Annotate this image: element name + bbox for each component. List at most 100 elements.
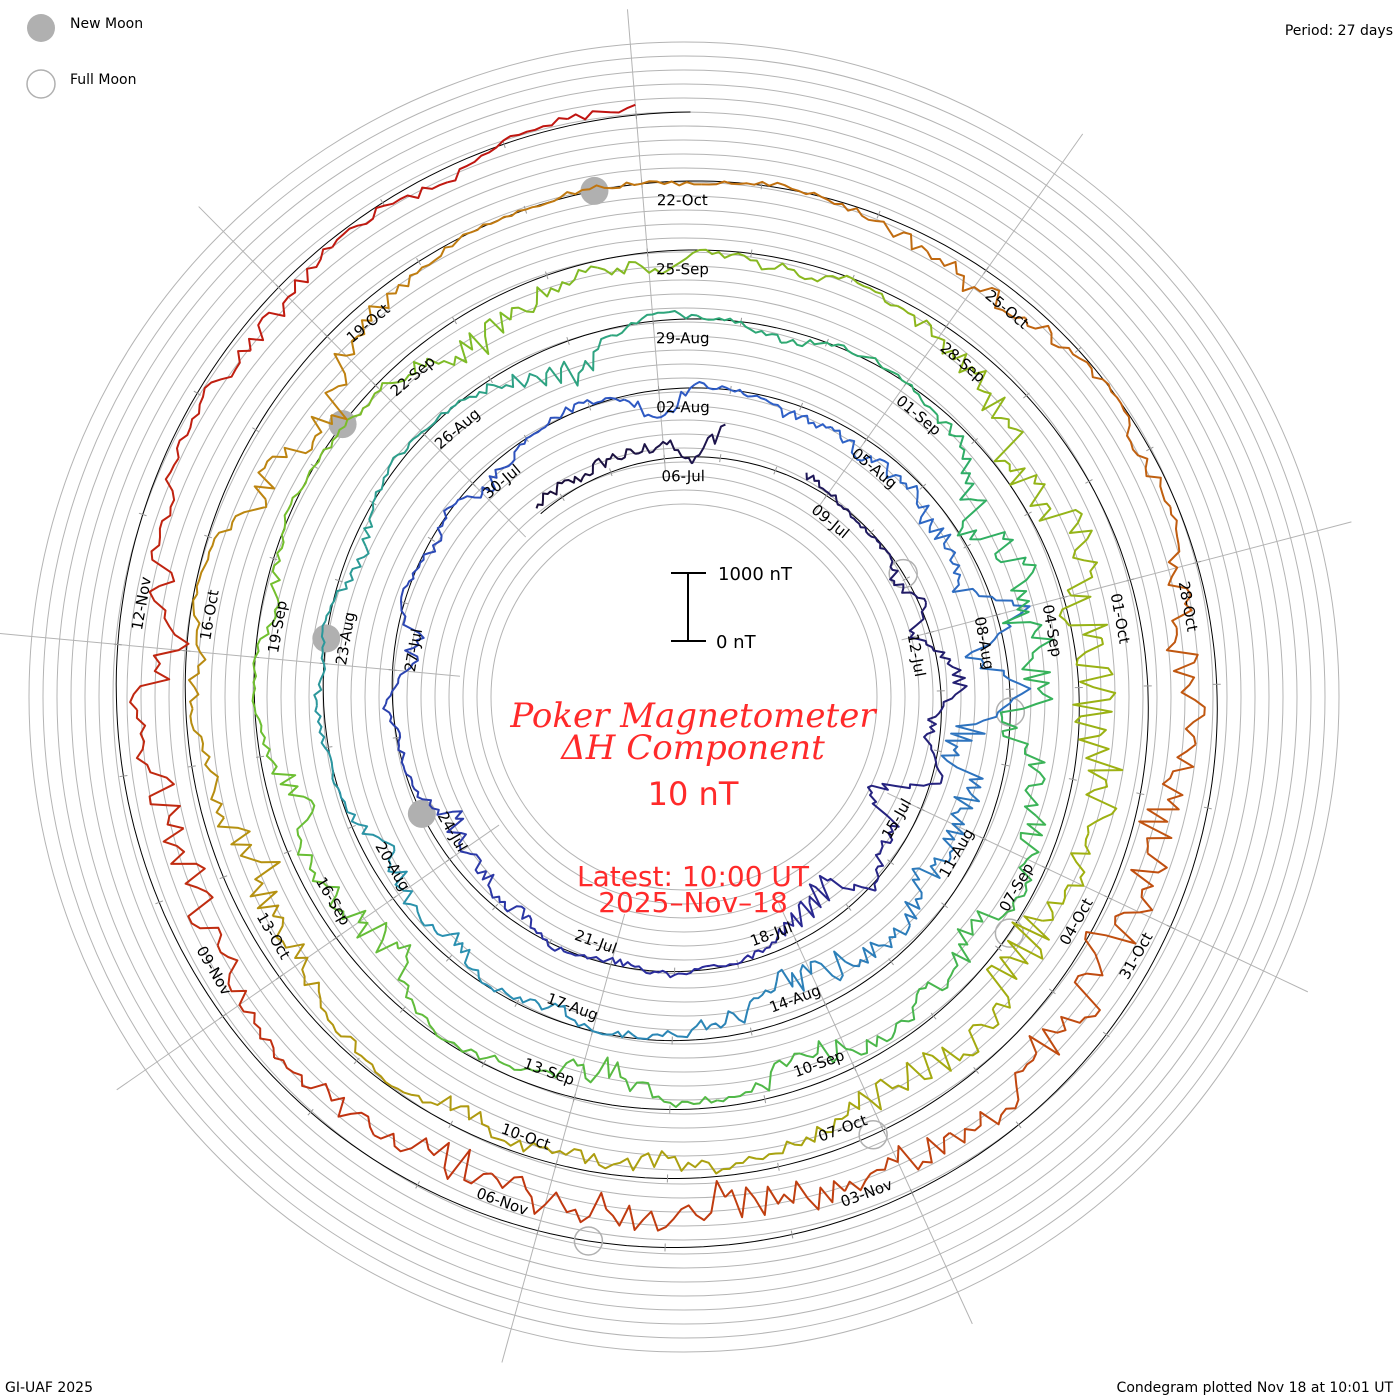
day-tick (1001, 763, 1010, 767)
day-tick (1192, 560, 1201, 564)
day-tick (452, 316, 458, 325)
date-label: 16-Sep (312, 874, 354, 929)
date-label: 07-Oct (816, 1111, 870, 1145)
trace-segment (403, 1091, 506, 1143)
day-tick (763, 1095, 767, 1104)
day-tick (790, 1230, 794, 1239)
trace-segment (641, 965, 707, 979)
trace-segment (799, 1035, 893, 1064)
day-tick (554, 1160, 558, 1169)
day-tick (487, 375, 493, 384)
trace-segment (470, 189, 583, 234)
day-tick (794, 938, 799, 946)
trace-segment (415, 507, 449, 571)
date-label: 02-Aug (656, 398, 710, 416)
trace-segment (397, 944, 443, 1040)
day-tick (252, 427, 260, 433)
trace-segment (162, 827, 223, 946)
trace-segment (135, 709, 184, 830)
day-tick (219, 875, 228, 880)
day-tick (1023, 392, 1030, 399)
day-tick (275, 974, 284, 980)
trace-segment (722, 1125, 827, 1171)
grid-circle (140, 153, 1228, 1241)
grid-circle (336, 349, 1032, 1045)
grid-circle (294, 307, 1074, 1087)
chart-title: Poker Magnetometer (509, 696, 877, 736)
trace-segment (1042, 832, 1091, 922)
full-moon-legend-icon (26, 69, 56, 99)
day-tick (448, 1120, 454, 1129)
day-tick (388, 669, 397, 671)
trace-segment (1002, 563, 1054, 648)
day-tick (545, 271, 549, 280)
trace-segment (1001, 726, 1046, 817)
day-tick (587, 402, 592, 411)
day-tick (389, 895, 397, 902)
day-tick (559, 493, 565, 501)
trace-segment (891, 969, 955, 1039)
trace-segment (504, 1139, 614, 1170)
trace-segment (873, 825, 894, 891)
radial-line (501, 913, 626, 1363)
trace-segment (845, 924, 911, 968)
day-tick (750, 249, 753, 258)
trace-segment (324, 546, 370, 622)
grid-circle (168, 181, 1200, 1213)
grid-circle (364, 377, 1004, 1017)
trace-segment (1084, 852, 1168, 955)
day-tick (427, 536, 436, 542)
trace-segment (509, 265, 598, 321)
trace-segment (694, 381, 766, 401)
trace-segment (1009, 467, 1093, 540)
date-label: 30-Jul (479, 461, 524, 503)
day-tick (269, 556, 278, 561)
day-tick (852, 1063, 857, 1072)
trace-segment (270, 509, 289, 611)
new-moon-icon (407, 799, 436, 828)
trace-segment (528, 914, 580, 957)
scale-bar (671, 572, 706, 642)
day-tick (652, 317, 654, 326)
grid-circle (210, 223, 1158, 1171)
latest-date: 2025–Nov–18 (598, 886, 788, 919)
trace-segment (908, 602, 951, 661)
day-tick (1015, 1121, 1022, 1129)
date-label: 26-Aug (431, 405, 483, 453)
trace-segment (701, 180, 822, 198)
trace-segment (942, 792, 980, 863)
day-tick (481, 1060, 487, 1068)
trace-segment (248, 246, 333, 351)
trace-segment (361, 462, 393, 548)
radial-line (0, 633, 461, 677)
new-moon-icon (580, 176, 609, 205)
radial-line (887, 792, 1309, 993)
trace-segment (446, 817, 487, 875)
trace-segment (504, 416, 556, 469)
day-tick (1059, 595, 1068, 599)
trace-segment (535, 475, 584, 509)
grid-circle (42, 55, 1326, 1339)
trace-segment (567, 103, 636, 121)
day-tick (415, 1181, 420, 1189)
day-tick (881, 1126, 886, 1134)
date-label: 23-Aug (332, 611, 359, 667)
day-tick (138, 512, 147, 517)
trace-segment (1024, 317, 1118, 399)
trace-segment (216, 817, 281, 917)
day-tick (399, 1006, 406, 1013)
trace-segment (897, 305, 976, 375)
trace-segment (696, 314, 782, 344)
trace-segment (344, 360, 427, 427)
day-tick (1024, 511, 1032, 517)
day-tick (609, 960, 613, 969)
day-tick (155, 900, 164, 905)
day-tick (1126, 578, 1135, 582)
day-tick (1136, 792, 1145, 796)
trace-segment (272, 915, 327, 1014)
credit-label: GI-UAF 2025 (5, 1380, 93, 1396)
trace-segment (324, 1012, 405, 1094)
trace-segment (324, 305, 380, 421)
trace-segment (888, 554, 927, 603)
trace-segment (848, 512, 891, 556)
